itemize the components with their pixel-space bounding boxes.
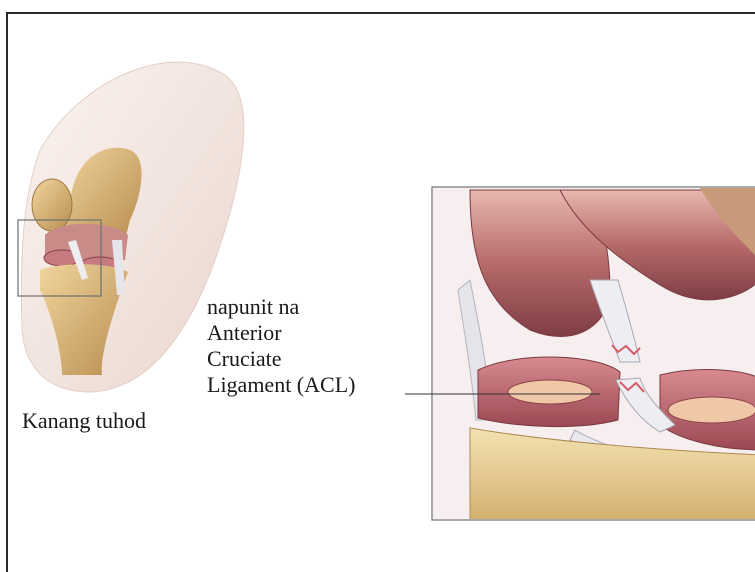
- acl-label-line-2: Anterior: [207, 320, 355, 346]
- acl-detail: [432, 187, 755, 520]
- knee-caption: Kanang tuhod: [22, 408, 146, 434]
- acl-label-line-1: napunit na: [207, 294, 355, 320]
- acl-label: napunit na Anterior Cruciate Ligament (A…: [207, 294, 355, 398]
- acl-label-line-4: Ligament (ACL): [207, 372, 355, 398]
- acl-label-line-3: Cruciate: [207, 346, 355, 372]
